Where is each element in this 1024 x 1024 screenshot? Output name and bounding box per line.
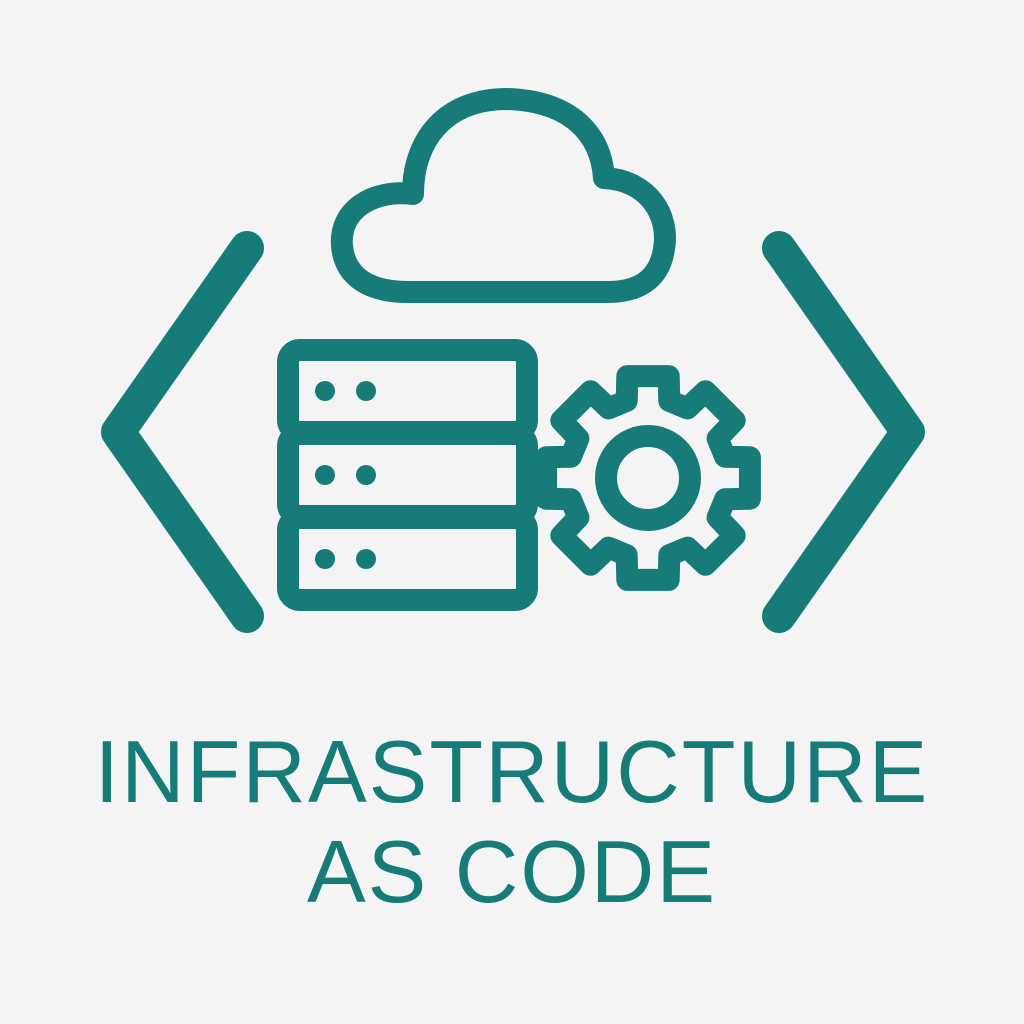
title-line-1: INFRASTRUCTURE xyxy=(94,722,930,821)
server-led xyxy=(356,549,376,569)
server-led xyxy=(356,381,376,401)
gear-hub xyxy=(595,425,701,531)
server-led xyxy=(315,549,335,569)
left-angle-bracket-icon xyxy=(101,231,264,633)
cloud-icon xyxy=(330,88,676,303)
gear-icon xyxy=(535,365,761,591)
gear-outline xyxy=(535,365,761,591)
server-unit-bottom xyxy=(277,507,538,611)
server-led xyxy=(315,381,335,401)
server-led xyxy=(356,465,376,485)
server-stack-icon xyxy=(277,339,538,611)
server-led xyxy=(315,465,335,485)
right-angle-bracket-icon xyxy=(762,231,925,633)
title-line-2: AS CODE xyxy=(306,822,718,921)
page-title: INFRASTRUCTURE AS CODE xyxy=(0,722,1024,922)
